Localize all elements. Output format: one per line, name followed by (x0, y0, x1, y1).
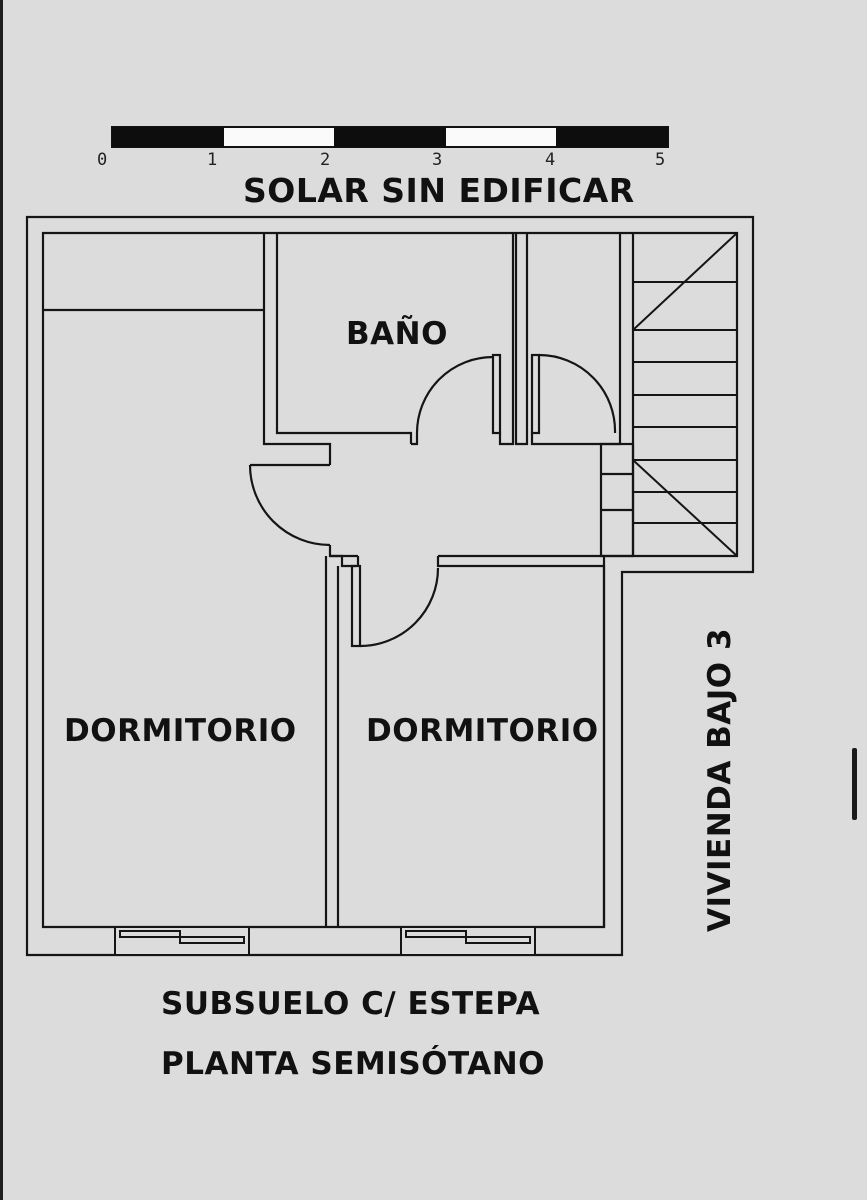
left-edge-border (0, 0, 3, 1200)
scale-tick-3: 3 (432, 150, 443, 170)
footer-line-2: PLANTA SEMISÓTANO (161, 1046, 546, 1082)
scale-bar (111, 126, 669, 148)
bedroom-left-label: DORMITORIO (64, 713, 297, 749)
side-label: VIVIENDA BAJO 3 (702, 627, 738, 933)
scale-tick-2: 2 (320, 150, 331, 170)
scale-tick-0: 0 (97, 150, 108, 170)
bath-label: BAÑO (346, 316, 448, 352)
scale-tick-5: 5 (655, 150, 666, 170)
scale-tick-4: 4 (545, 150, 556, 170)
bedroom-right-label: DORMITORIO (366, 713, 599, 749)
top-label: SOLAR SIN EDIFICAR (243, 171, 635, 210)
windows (114, 926, 536, 956)
scroll-handle[interactable] (852, 748, 857, 820)
scale-tick-1: 1 (207, 150, 218, 170)
staircase (632, 232, 738, 557)
footer-line-1: SUBSUELO C/ ESTEPA (161, 986, 541, 1022)
